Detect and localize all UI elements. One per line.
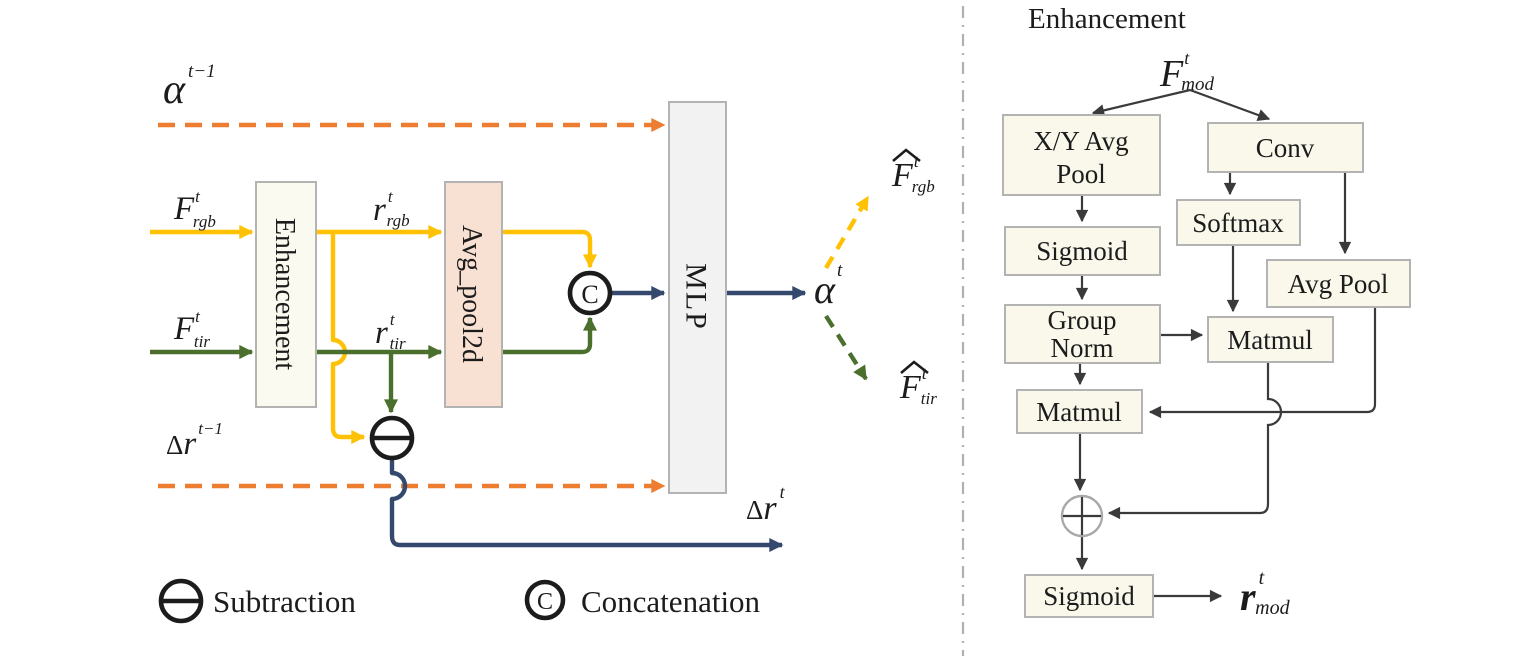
softmax-label: Softmax: [1192, 208, 1284, 238]
matmul-spatial-label: Matmul: [1036, 397, 1122, 427]
xy-avg-pool-label-line1: X/Y Avg: [1033, 126, 1128, 156]
enhancement-block-label: Enhancement: [269, 218, 300, 371]
arrow-avgpool-tir-to-concat: [502, 316, 598, 355]
group-norm-label-line2: Norm: [1051, 333, 1114, 363]
arrow-fmod-to-conv: [1189, 88, 1271, 121]
legend-concat-circle: [524, 579, 566, 621]
matmul-attention-block: [1207, 316, 1334, 363]
mlp-block: [668, 101, 727, 494]
sigmoid-left-label: Sigmoid: [1036, 236, 1128, 266]
arrow-subtract-to-delta-r: [389, 459, 784, 553]
legend-concat-label: Concatenation: [581, 584, 761, 619]
arrow-alpha-to-f-rgb-hat: [824, 195, 870, 270]
sigmoid-out-block: [1024, 574, 1154, 618]
arrow-avgpool-to-matmul-spatial: [1148, 307, 1377, 419]
matmul-attention-label: Matmul: [1227, 325, 1313, 355]
concat-node-letter: C: [581, 280, 598, 309]
arrow-fmod-to-xyavgpool: [1091, 88, 1191, 117]
sigmoid-left-block: [1004, 226, 1161, 276]
mlp-block-label: MLP: [680, 263, 713, 331]
arrow-r-rgb-branch-to-subtract: [330, 232, 366, 445]
xy-avg-pool-label-line2: Pool: [1056, 159, 1106, 189]
sigmoid-out-label: Sigmoid: [1043, 581, 1135, 611]
softmax-block: [1176, 199, 1301, 246]
concat-node: [567, 270, 613, 316]
conv-block: [1207, 122, 1364, 173]
arrow-alpha-to-f-tir-hat: [824, 314, 868, 381]
matmul-spatial-block: [1016, 389, 1143, 434]
arrow-matmul-attention-to-add: [1107, 362, 1283, 520]
legend-subtraction-label: Subtraction: [213, 584, 356, 619]
group-norm-block: [1004, 304, 1161, 364]
avgpool2d-block-label: Avg_pool2d: [456, 225, 487, 363]
avgpool2d-block: [444, 181, 503, 408]
plus-icon: [1063, 497, 1101, 535]
avg-pool-label: Avg Pool: [1288, 269, 1389, 299]
enhancement-panel-title: Enhancement: [1028, 3, 1186, 35]
conv-label: Conv: [1256, 133, 1315, 163]
enhancement-block: [255, 181, 317, 408]
avg-pool-block: [1266, 259, 1411, 308]
xy-avg-pool-block: [1002, 114, 1161, 196]
arrow-avgpool-rgb-to-concat: [502, 229, 598, 269]
legend-concat-letter: C: [537, 589, 553, 615]
group-norm-label-line1: Group: [1048, 305, 1117, 335]
hat-icon: [900, 360, 929, 375]
hat-icon: [892, 148, 921, 163]
